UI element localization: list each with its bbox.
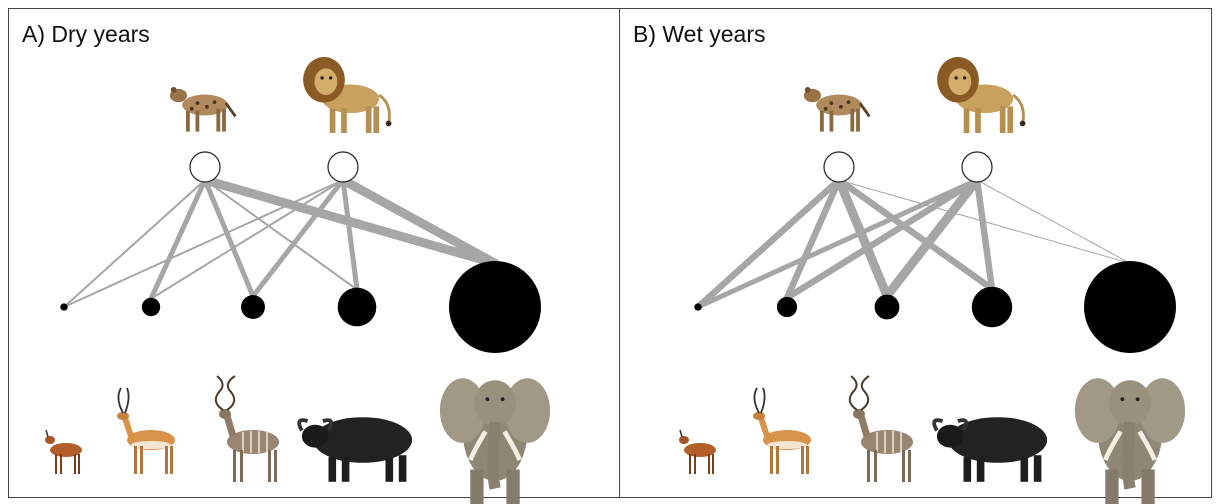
- predator-node-hyena: [190, 152, 220, 182]
- prey-node-buffalo: [972, 287, 1012, 327]
- dik-dik-illustration: [679, 430, 716, 474]
- buffalo-illustration: [299, 417, 412, 482]
- elephant-illustration: [1075, 378, 1185, 504]
- link-lion-elephant: [977, 180, 1130, 263]
- prey-node-kudu: [241, 295, 265, 319]
- prey-node-dik-dik: [694, 303, 701, 310]
- hyena-illustration: [804, 87, 870, 132]
- kudu-illustration: [850, 376, 913, 482]
- predator-node-hyena: [824, 152, 854, 182]
- link-hyena-dik-dik: [64, 180, 205, 307]
- dik-dik-illustration: [45, 430, 82, 474]
- link-hyena-dik-dik: [698, 180, 839, 307]
- predator-node-lion: [962, 152, 992, 182]
- link-lion-buffalo: [343, 180, 357, 290]
- lion-illustration: [937, 57, 1025, 133]
- buffalo-illustration: [934, 417, 1047, 482]
- link-lion-dik-dik: [698, 180, 977, 307]
- impala-illustration: [753, 388, 811, 474]
- elephant-illustration: [440, 378, 550, 504]
- prey-node-dik-dik: [60, 303, 67, 310]
- prey-node-elephant: [1084, 261, 1176, 353]
- prey-node-impala: [777, 297, 797, 317]
- kudu-illustration: [216, 376, 279, 482]
- link-lion-buffalo: [977, 180, 992, 289]
- prey-node-kudu: [875, 295, 900, 320]
- prey-node-impala: [142, 298, 160, 316]
- prey-node-elephant: [449, 261, 541, 353]
- predator-node-lion: [328, 152, 358, 182]
- lion-illustration: [303, 57, 391, 133]
- hyena-illustration: [170, 87, 236, 132]
- impala-illustration: [117, 388, 175, 474]
- prey-node-buffalo: [338, 288, 377, 327]
- link-lion-dik-dik: [64, 180, 343, 307]
